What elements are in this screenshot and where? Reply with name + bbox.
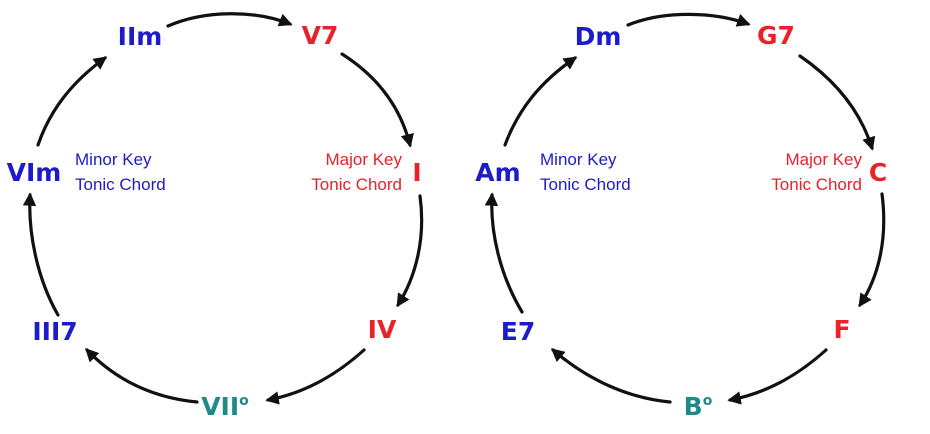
left-chord-iii: III7	[32, 317, 77, 346]
left-chord-vii-diminished-symbol: o	[239, 393, 249, 409]
right-minor-label-line2: Tonic Chord	[540, 175, 631, 194]
arrow-ii-to-v	[166, 12, 293, 28]
right-chord-f: F	[833, 315, 850, 344]
right-circle: Dm G7 C F Bo E7 Am Major Key Tonic Chord…	[475, 12, 887, 421]
arrow-i-to-iv	[396, 194, 424, 308]
left-chord-vii: VIIo	[201, 392, 249, 421]
right-chord-c: C	[869, 158, 887, 187]
right-chord-am: Am	[475, 158, 520, 187]
left-minor-label-line1: Minor Key	[75, 150, 152, 169]
arrow-iv-to-vii	[265, 348, 366, 405]
right-chord-b: Bo	[684, 392, 713, 421]
right-minor-label-line1: Minor Key	[540, 150, 617, 169]
left-chord-i: I	[412, 158, 421, 187]
right-chord-b-root: B	[684, 392, 703, 421]
right-major-label-line1: Major Key	[785, 150, 862, 169]
left-circle: IIm V7 I IV VIIo III7 VIm Major Key Toni…	[7, 12, 424, 421]
right-chord-g7: G7	[757, 21, 795, 50]
left-major-label-line2: Tonic Chord	[311, 175, 402, 194]
left-chord-vi: VIm	[7, 158, 62, 187]
left-chord-vii-root: VII	[201, 392, 239, 421]
arrow-b-to-e7	[550, 348, 672, 404]
arrow-g7-to-c	[798, 54, 876, 151]
right-chord-dm: Dm	[575, 22, 622, 51]
right-arrows	[484, 12, 886, 405]
arrow-vii-to-iii	[85, 348, 199, 404]
arrow-v-to-i	[340, 52, 414, 148]
arrow-dm-to-g7	[626, 12, 751, 27]
arrow-am-to-dm	[503, 56, 578, 147]
left-arrows	[22, 12, 424, 405]
right-chord-b-diminished-symbol: o	[703, 393, 713, 409]
arrow-e7-to-am	[484, 192, 524, 314]
left-chord-ii: IIm	[118, 22, 163, 51]
left-minor-label-line2: Tonic Chord	[75, 175, 166, 194]
left-major-label-line1: Major Key	[325, 150, 402, 169]
arrow-c-to-f	[858, 192, 886, 308]
right-major-label-line2: Tonic Chord	[771, 175, 862, 194]
arrow-f-to-b	[727, 348, 828, 405]
arrow-iii-to-vi	[22, 192, 60, 317]
left-chord-v: V7	[302, 21, 339, 50]
right-chord-e7: E7	[501, 317, 535, 346]
left-chord-iv: IV	[368, 315, 397, 344]
arrow-vi-to-ii	[36, 56, 108, 147]
